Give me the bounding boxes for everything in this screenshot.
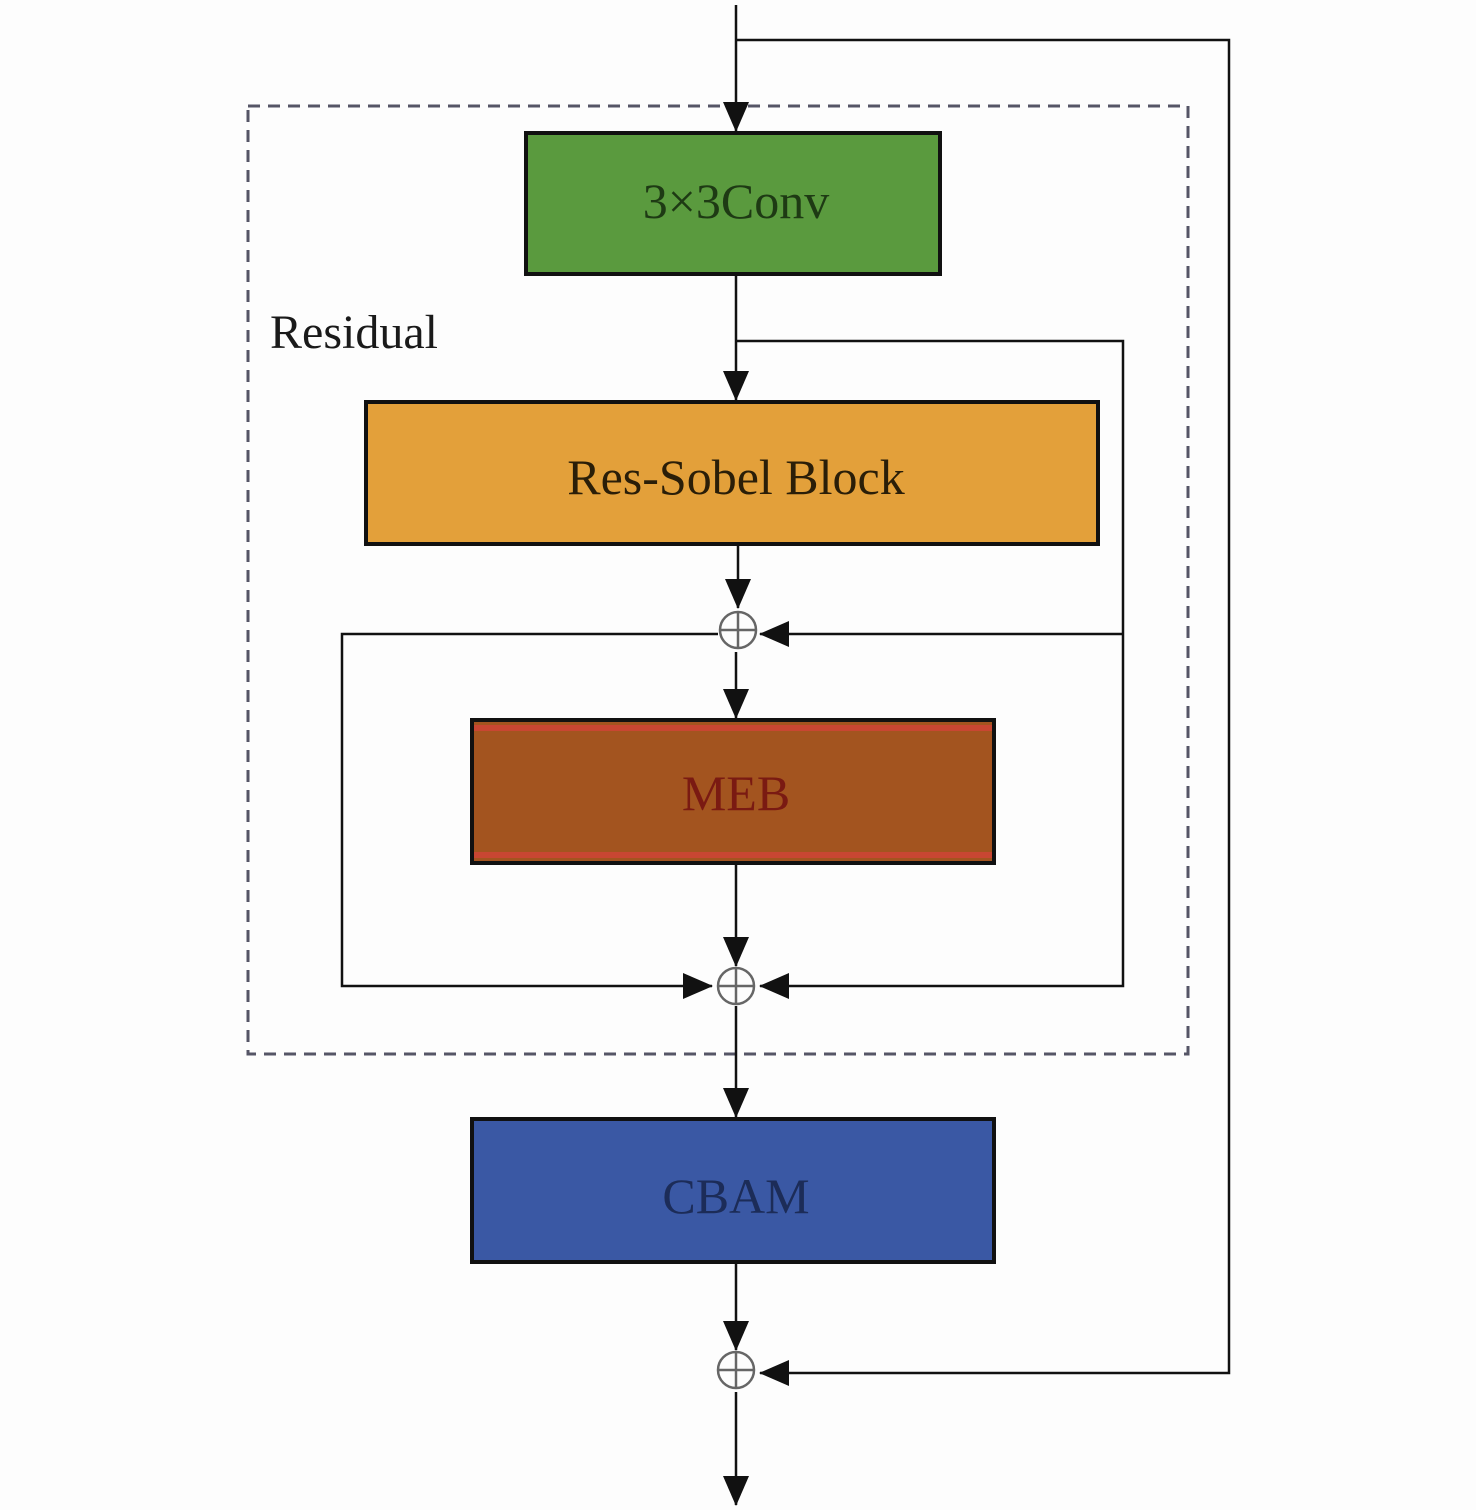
conv-block: 3×3Conv	[524, 131, 942, 276]
connectors	[340, 5, 1231, 1506]
res-sobel-block: Res-Sobel Block	[364, 400, 1100, 546]
adder-1-icon	[718, 610, 758, 650]
res-sobel-block-label: Res-Sobel Block	[567, 449, 904, 505]
adder-3-icon	[716, 1350, 756, 1390]
cbam-block-label: CBAM	[662, 1168, 809, 1224]
residual-group-border	[246, 104, 1190, 1056]
adder-2-icon	[716, 966, 756, 1006]
meb-block: MEB	[470, 718, 996, 865]
residual-group-label: Residual	[270, 306, 438, 359]
meb-block-label: MEB	[682, 765, 790, 821]
conv-block-label: 3×3Conv	[643, 173, 830, 229]
cbam-block: CBAM	[470, 1117, 996, 1264]
